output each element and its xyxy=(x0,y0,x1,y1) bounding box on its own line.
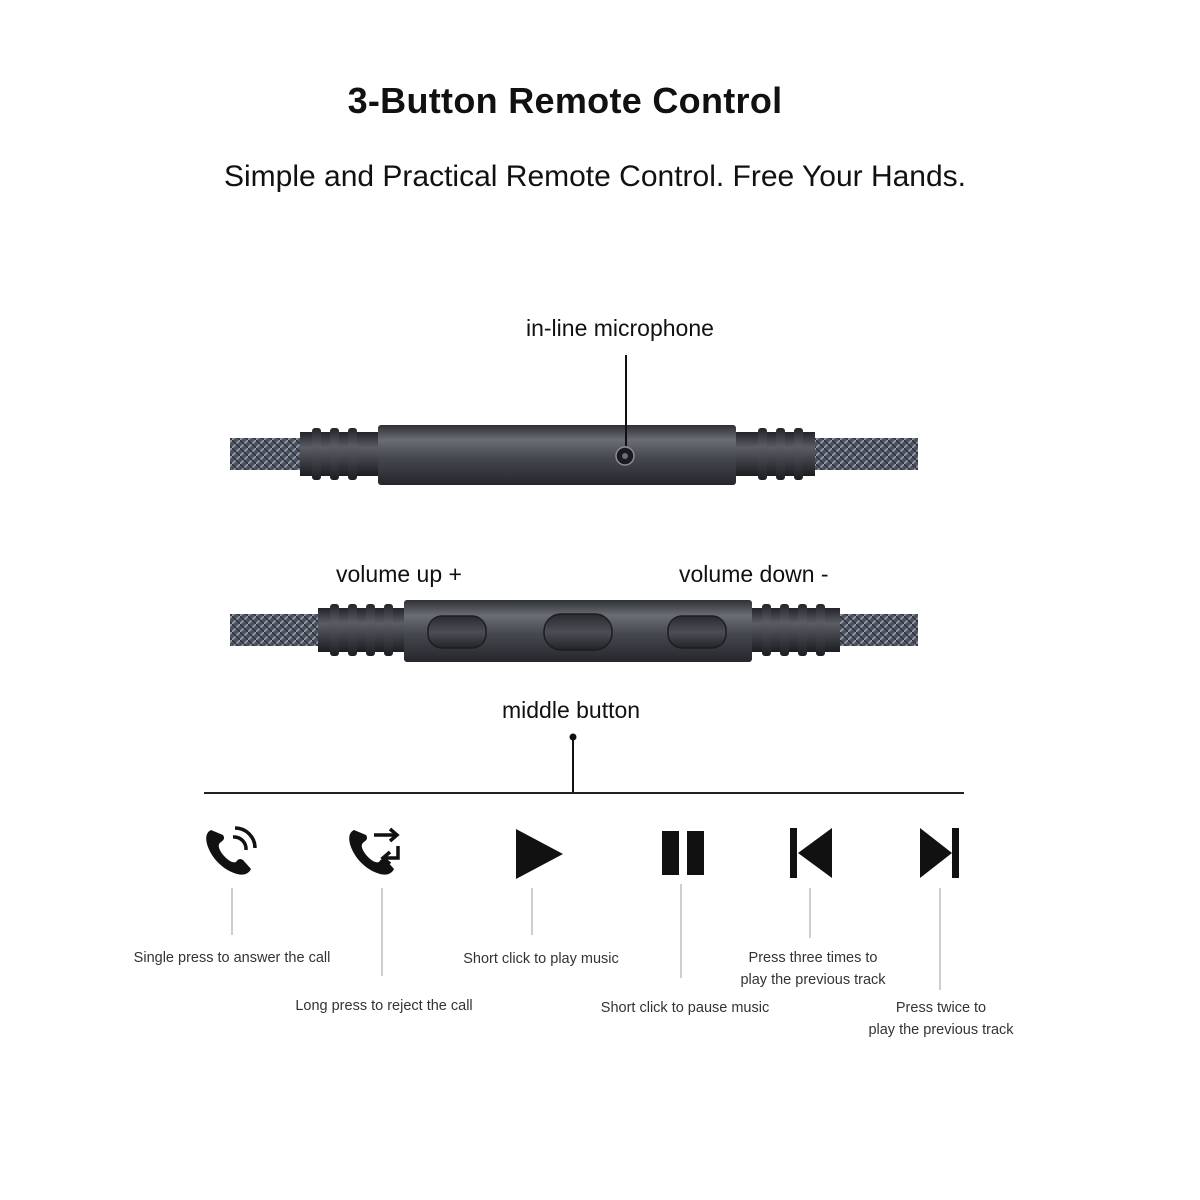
play-icon xyxy=(516,829,563,879)
phone-reject-icon xyxy=(349,827,400,875)
skip-back-icon xyxy=(790,828,832,878)
previous-track-caption: Press three times to play the previous t… xyxy=(720,947,906,991)
leader-lines xyxy=(231,884,941,990)
twice-press-caption-line1: Press twice to xyxy=(895,1000,987,1016)
cable-right xyxy=(810,438,918,470)
play-music-caption: Short click to play music xyxy=(463,951,619,967)
reject-call-caption: Long press to reject the call xyxy=(295,998,473,1014)
previous-track-caption-line1: Press three times to xyxy=(748,950,878,966)
pause-icon xyxy=(662,831,704,875)
middle-button-pointer xyxy=(204,733,964,794)
microphone-label: in-line microphone xyxy=(526,315,714,341)
page-subtitle: Simple and Practical Remote Control. Fre… xyxy=(223,160,967,193)
previous-track-caption-line2: play the previous track xyxy=(740,972,886,988)
middle-button-label: middle button xyxy=(502,697,641,723)
strain-relief-left xyxy=(300,428,380,480)
lower-remote xyxy=(230,600,918,662)
twice-press-caption-line2: play the previous track xyxy=(868,1022,1014,1038)
cable-right-lower xyxy=(830,614,918,646)
skip-forward-icon xyxy=(920,828,959,878)
strain-relief-right-lower xyxy=(748,604,840,656)
middle-button xyxy=(543,613,613,651)
upper-remote xyxy=(230,355,918,485)
strain-relief-left-lower xyxy=(318,604,410,656)
remote-housing-top xyxy=(378,425,736,485)
twice-press-caption: Press twice to play the previous track xyxy=(850,997,1032,1041)
volume-down-button xyxy=(667,615,727,649)
answer-call-caption: Single press to answer the call xyxy=(133,950,331,966)
volume-down-label: volume down - xyxy=(679,561,829,587)
volume-up-button xyxy=(427,615,487,649)
volume-up-label: volume up + xyxy=(336,561,462,587)
pause-music-caption: Short click to pause music xyxy=(600,1000,770,1016)
cable-left-lower xyxy=(230,614,330,646)
page-title: 3-Button Remote Control xyxy=(347,80,783,121)
phone-answer-icon xyxy=(206,826,257,875)
strain-relief-right xyxy=(735,428,815,480)
